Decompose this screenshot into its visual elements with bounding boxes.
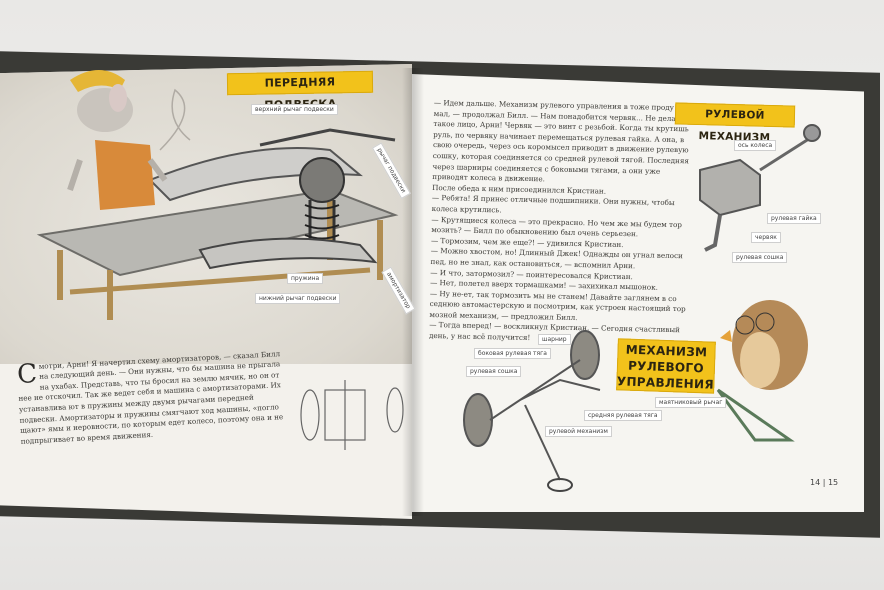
- label-joint: шарнир: [538, 334, 571, 345]
- label-upper-arm: верхний рычаг подвески: [251, 104, 338, 115]
- title-steering-mechanism: МЕХАНИЗМ РУЛЕВОГО УПРАВЛЕНИЯ: [616, 338, 716, 394]
- label-worm: червяк: [751, 232, 781, 243]
- dropcap: С: [16, 358, 38, 390]
- left-paragraph: мотри, Арни! Я начертил схему амортизато…: [18, 348, 284, 446]
- label-column: рулевая сошка: [732, 252, 788, 263]
- label-pendulum: маятниковый рычаг: [655, 397, 727, 408]
- label-nut: рулевая гайка: [767, 213, 821, 224]
- workbench-drawing: [36, 128, 399, 320]
- page-numbers: 14 | 15: [810, 478, 839, 487]
- label-wheel-axis: ось колеса: [734, 140, 777, 151]
- bird-character: [716, 300, 808, 442]
- linkage-drawing: [463, 330, 601, 492]
- steering-gear-drawing: [699, 124, 821, 252]
- title-steering-gear: РУЛЕВОЙ МЕХАНИЗМ: [674, 102, 796, 144]
- shock-diagram: [300, 380, 404, 450]
- label-side-rod: боковая рулевая тяга: [474, 348, 551, 359]
- label-lower-arm: нижний рычаг подвески: [255, 293, 341, 304]
- book-gutter: [402, 68, 424, 516]
- label-shaft: рулевой механизм: [545, 426, 612, 437]
- label-middle-rod: средняя рулевая тяга: [584, 410, 662, 421]
- right-body-text: — Идем дальше. Механизм рулевого управле…: [428, 98, 690, 343]
- label-spring: пружина: [287, 273, 324, 284]
- label-column-2: рулевая сошка: [466, 366, 522, 377]
- mouse-character: [67, 70, 191, 210]
- title-front-suspension: ПЕРЕДНЯЯ ПОДВЕСКА: [226, 70, 374, 112]
